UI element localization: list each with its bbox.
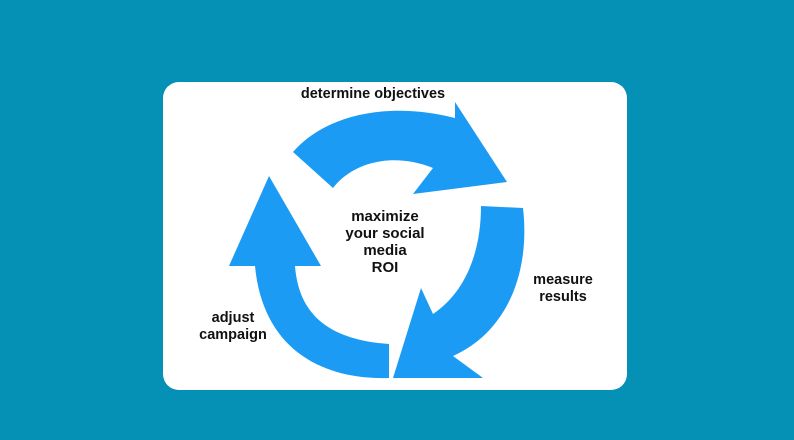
step-label-adjust-campaign: adjust campaign <box>199 310 267 343</box>
center-label: maximize your social media ROI <box>345 208 425 276</box>
arrow-determine-to-measure <box>293 102 507 194</box>
arrow-measure-to-adjust <box>393 206 525 378</box>
arrow-adjust-to-determine <box>229 176 389 379</box>
step-label-measure-results: measure results <box>533 272 593 305</box>
cycle-arrows <box>229 102 525 379</box>
step-label-determine-objectives: determine objectives <box>300 86 446 102</box>
diagram-card: determine objectives maximize your socia… <box>163 82 627 390</box>
